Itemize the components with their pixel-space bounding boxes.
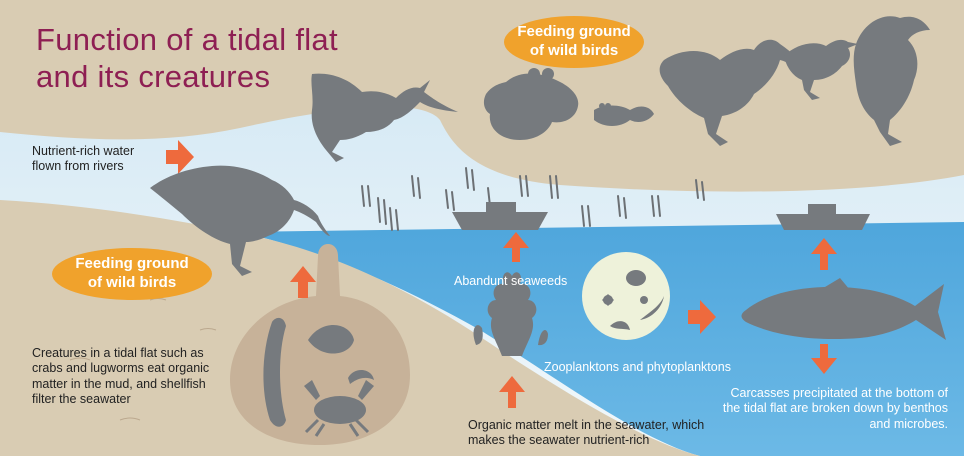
plankton-circle	[582, 252, 670, 340]
label-organic-matter: Organic matter melt in the seawater, whi…	[468, 418, 708, 449]
badge-feeding-ground-top: Feeding ground of wild birds	[504, 16, 644, 68]
label-carcasses: Carcasses precipitated at the bottom of …	[712, 386, 948, 432]
label-plankton: Zooplanktons and phytoplanktons	[544, 360, 774, 375]
badge-feeding-ground-left-label: Feeding ground of wild birds	[67, 255, 197, 293]
label-creatures: Creatures in a tidal flat such as crabs …	[32, 346, 232, 407]
page-title: Function of a tidal flat and its creatur…	[36, 22, 396, 95]
label-nutrient-water: Nutrient-rich water flown from rivers	[32, 144, 162, 175]
badge-feeding-ground-left: Feeding ground of wild birds	[52, 248, 212, 300]
badge-feeding-ground-top-label: Feeding ground of wild birds	[515, 23, 633, 61]
label-abundant-seaweeds: Abandunt seaweeds	[454, 274, 584, 289]
